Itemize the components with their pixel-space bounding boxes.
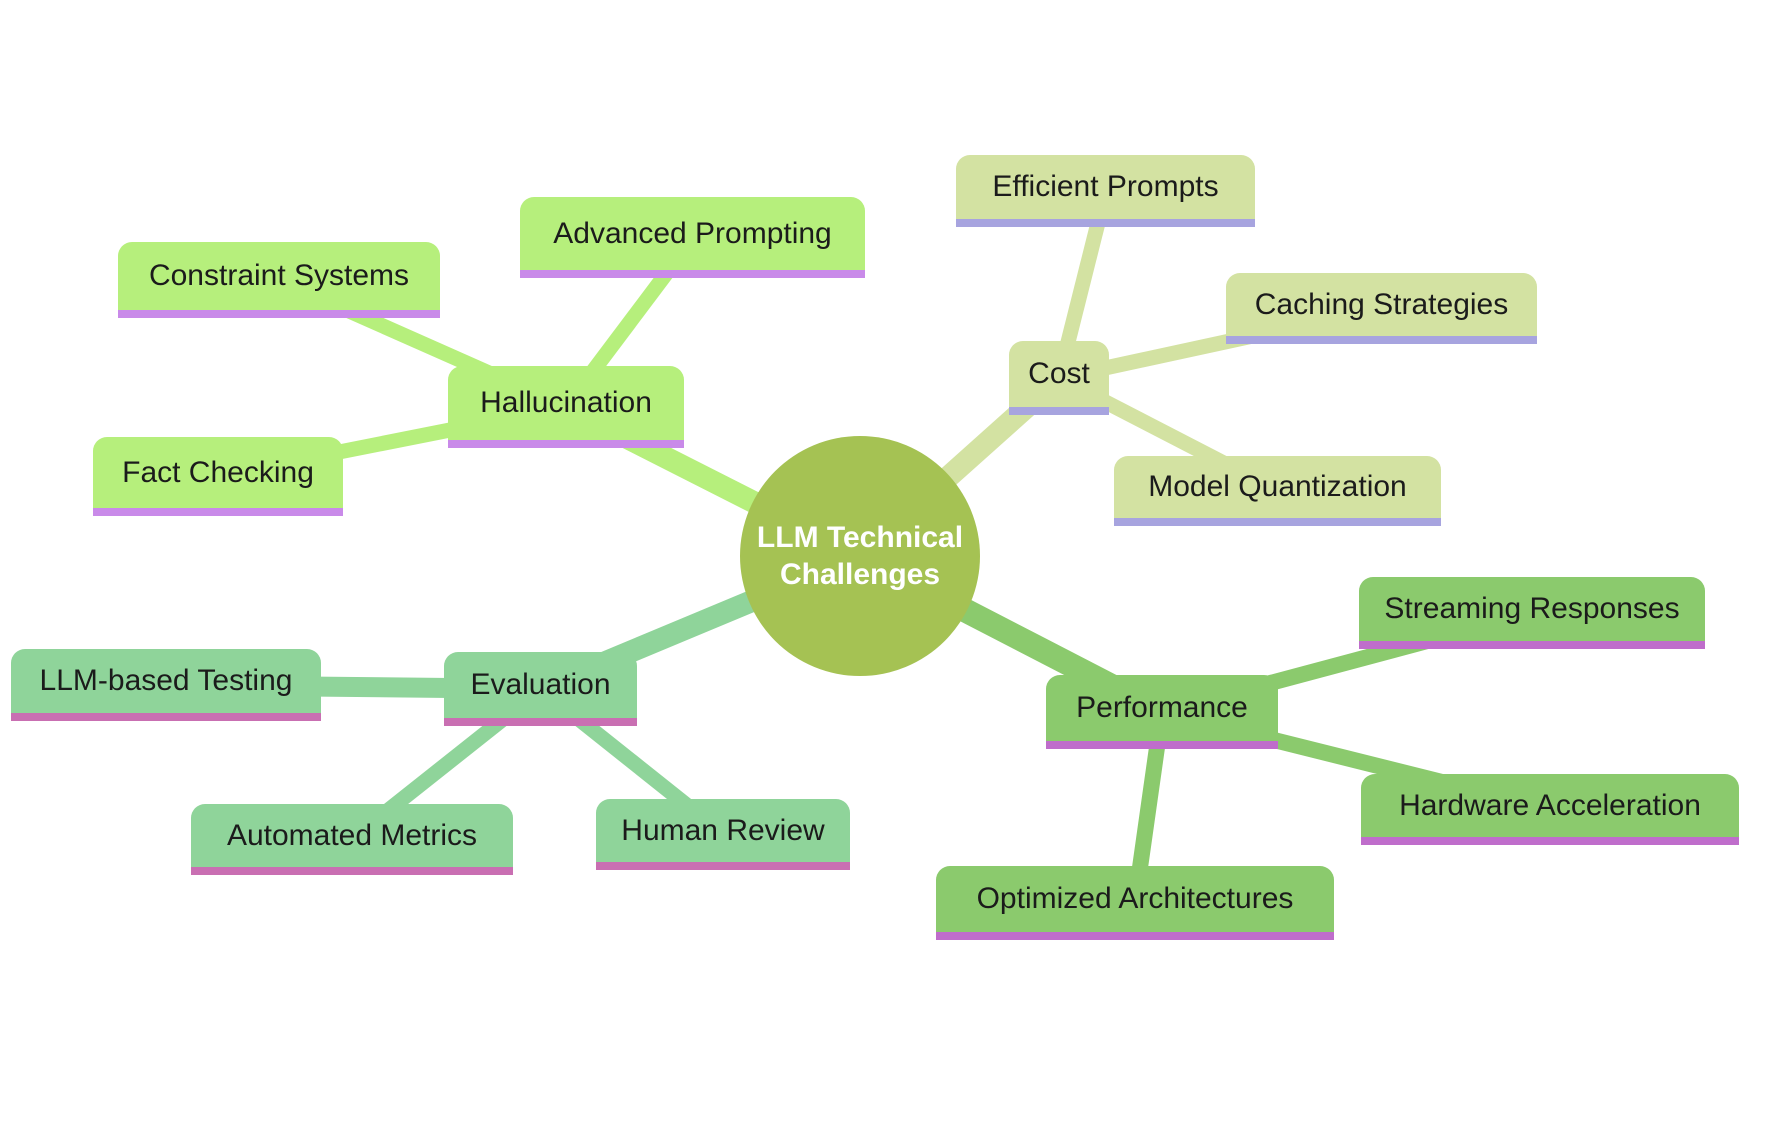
node-automated-metrics: Automated Metrics [191,804,513,875]
node-llm-based-testing: LLM-based Testing [11,649,321,721]
node-human-review: Human Review [596,799,850,870]
node-label: Hallucination [480,386,652,419]
node-label: Model Quantization [1148,470,1407,503]
node-cost: Cost [1009,341,1109,415]
node-advanced-prompting: Advanced Prompting [520,197,865,278]
central-node: LLM Technical Challenges [740,436,980,676]
node-performance: Performance [1046,675,1278,749]
node-hallucination: Hallucination [448,366,684,448]
node-label: Automated Metrics [226,818,478,852]
node-label: Evaluation [470,668,611,701]
node-efficient-prompts: Efficient Prompts [956,155,1255,227]
node-label: Optimized Architectures [976,882,1294,915]
node-label: LLM-based Testing [39,664,293,697]
node-evaluation: Evaluation [444,652,637,726]
node-label: Efficient Prompts [992,170,1219,203]
node-label: Cost [1028,357,1090,390]
central-node-label: LLM Technical Challenges [756,520,964,592]
node-label: Caching Strategies [1254,287,1509,321]
node-label: Hardware Acceleration [1399,788,1701,822]
node-model-quantization: Model Quantization [1114,456,1441,526]
node-constraint-systems: Constraint Systems [118,242,440,318]
node-label: Human Review [621,813,825,847]
node-hardware-acceleration: Hardware Acceleration [1361,774,1739,845]
node-streaming-responses: Streaming Responses [1359,577,1705,649]
node-fact-checking: Fact Checking [93,437,343,516]
node-label: Performance [1076,691,1248,724]
node-optimized-architectures: Optimized Architectures [936,866,1334,940]
node-label: Streaming Responses [1384,592,1680,625]
node-label: Constraint Systems [148,259,410,292]
node-label: Fact Checking [122,455,314,489]
node-caching-strategies: Caching Strategies [1226,273,1537,344]
node-label: Advanced Prompting [553,216,832,250]
